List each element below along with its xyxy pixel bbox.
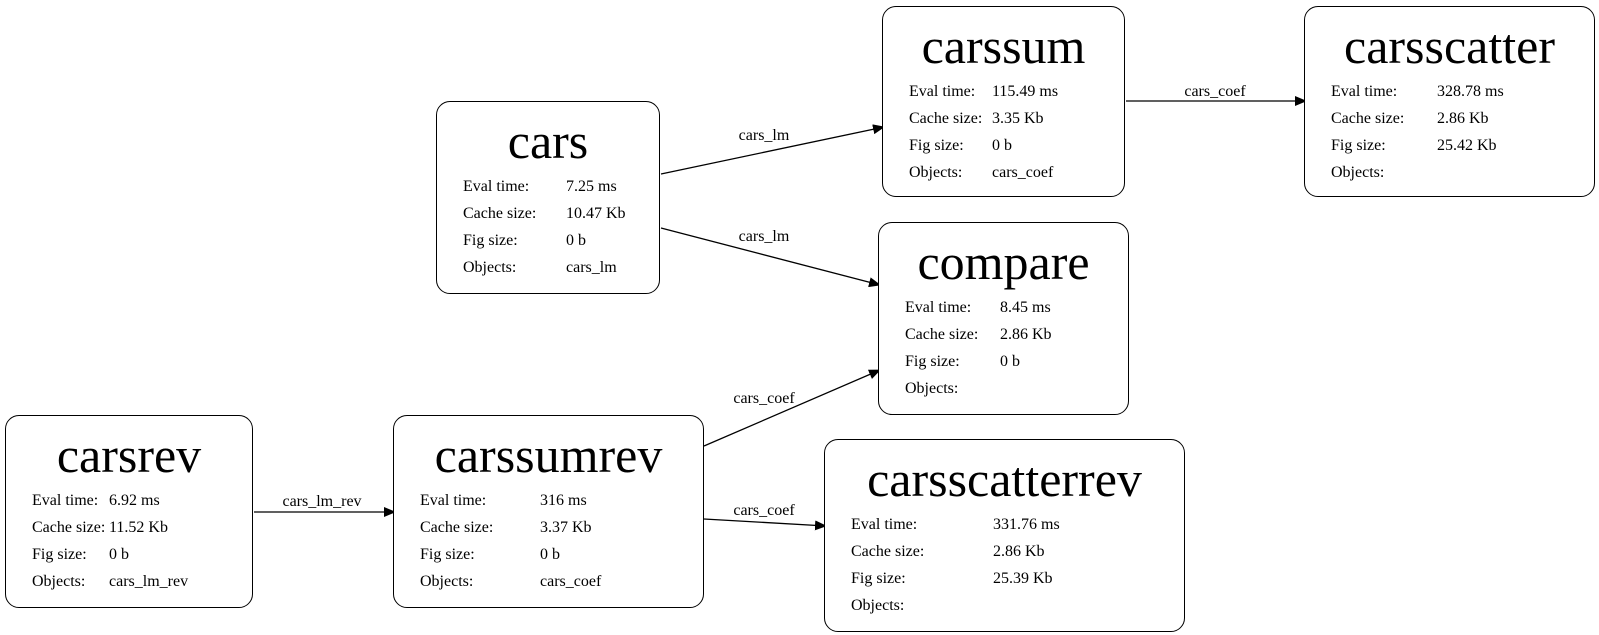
edge-carssumrev-to-carsscatterrev — [703, 518, 827, 531]
metric-value-objects: cars_coef — [992, 164, 1054, 181]
edge-carssumrev-to-compare — [703, 369, 881, 447]
metric-label-objects: Objects: — [32, 573, 86, 590]
metric-label-eval: Eval time: — [420, 492, 487, 509]
metric-value-objects: cars_lm — [566, 259, 617, 276]
metric-label-objects: Objects: — [851, 597, 905, 614]
metric-value-objects: cars_lm_rev — [109, 573, 189, 590]
metric-value-fig: 25.42 Kb — [1437, 137, 1497, 154]
metric-label-eval: Eval time: — [905, 299, 972, 316]
node-title: carsscatter — [1344, 18, 1555, 74]
metric-label-cache: Cache size: — [909, 110, 983, 127]
metric-label-fig: Fig size: — [463, 232, 518, 249]
metric-label-cache: Cache size: — [32, 519, 106, 536]
metric-label-cache: Cache size: — [420, 519, 494, 536]
edge-label: cars_lm_rev — [282, 493, 362, 510]
metric-value-fig: 0 b — [540, 546, 560, 563]
metric-value-fig: 0 b — [1000, 353, 1020, 370]
metric-value-eval: 115.49 ms — [992, 83, 1059, 100]
edge-cars-to-compare — [660, 227, 881, 288]
metric-value-cache: 11.52 Kb — [109, 519, 168, 536]
metric-value-eval: 331.76 ms — [993, 516, 1060, 533]
metric-label-objects: Objects: — [905, 380, 959, 397]
metric-label-fig: Fig size: — [905, 353, 960, 370]
metric-value-eval: 316 ms — [540, 492, 587, 509]
metric-value-eval: 7.25 ms — [566, 178, 617, 195]
node-title: carssumrev — [434, 427, 663, 483]
metric-label-fig: Fig size: — [909, 137, 964, 154]
metric-label-objects: Objects: — [420, 573, 474, 590]
metric-label-cache: Cache size: — [905, 326, 979, 343]
metric-value-objects: cars_coef — [540, 573, 602, 590]
metric-label-eval: Eval time: — [32, 492, 99, 509]
metric-value-eval: 8.45 ms — [1000, 299, 1051, 316]
metric-label-objects: Objects: — [463, 259, 517, 276]
node-title: carsrev — [56, 427, 202, 483]
metric-value-fig: 0 b — [566, 232, 586, 249]
node-title: compare — [917, 234, 1090, 290]
metric-label-fig: Fig size: — [1331, 137, 1386, 154]
edge-label: cars_coef — [733, 390, 795, 407]
metric-label-objects: Objects: — [1331, 164, 1385, 181]
metric-value-eval: 6.92 ms — [109, 492, 160, 509]
node-title: carsscatterrev — [867, 451, 1142, 507]
metric-label-eval: Eval time: — [1331, 83, 1398, 100]
metric-label-cache: Cache size: — [463, 205, 537, 222]
edge-label: cars_coef — [1184, 83, 1246, 100]
edge-label: cars_lm — [738, 228, 790, 245]
metric-value-fig: 0 b — [109, 546, 129, 563]
metric-label-objects: Objects: — [909, 164, 963, 181]
metric-value-cache: 3.35 Kb — [992, 110, 1044, 127]
edge-label: cars_coef — [733, 502, 795, 519]
metric-value-fig: 25.39 Kb — [993, 570, 1053, 587]
metric-value-cache: 2.86 Kb — [993, 543, 1045, 560]
node-title: cars — [507, 113, 589, 169]
metric-label-cache: Cache size: — [851, 543, 925, 560]
metric-label-eval: Eval time: — [463, 178, 530, 195]
metric-label-cache: Cache size: — [1331, 110, 1405, 127]
metric-value-cache: 2.86 Kb — [1000, 326, 1052, 343]
metric-value-cache: 3.37 Kb — [540, 519, 592, 536]
edge-label: cars_lm — [738, 127, 790, 144]
metric-label-eval: Eval time: — [851, 516, 918, 533]
metric-value-fig: 0 b — [992, 137, 1012, 154]
metric-value-eval: 328.78 ms — [1437, 83, 1504, 100]
metric-value-cache: 2.86 Kb — [1437, 110, 1489, 127]
metric-label-eval: Eval time: — [909, 83, 976, 100]
metric-label-fig: Fig size: — [420, 546, 475, 563]
edge-cars-to-carssum — [660, 124, 885, 175]
metric-value-cache: 10.47 Kb — [566, 205, 626, 222]
node-title: carssum — [921, 18, 1086, 74]
metric-label-fig: Fig size: — [32, 546, 87, 563]
metric-label-fig: Fig size: — [851, 570, 906, 587]
